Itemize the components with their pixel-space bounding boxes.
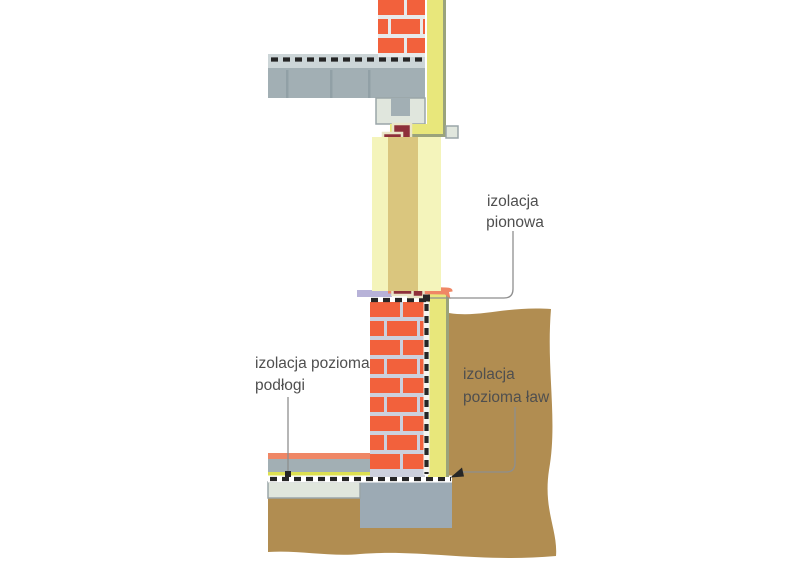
label-vertical-insulation: izolacja pionowa [486, 193, 544, 231]
slab-joint-2 [330, 70, 333, 98]
leader-marker-floor-insulation [285, 471, 291, 477]
leader-vertical-insulation [427, 231, 514, 299]
sill-board [357, 290, 392, 297]
label-footing-horizontal-insulation: izolacja pozioma ław [463, 366, 550, 406]
soil [268, 308, 557, 559]
floor-lean-concrete [267, 481, 361, 499]
floor-screed [268, 459, 370, 472]
middle-wall-core [388, 137, 418, 291]
foundation-insulation-strip [428, 293, 446, 477]
rim-celadon-corner [445, 125, 459, 139]
leader-marker-vertical-insulation [423, 294, 430, 302]
rim-insulation-edge-bottom [390, 134, 446, 137]
upper-insulation-edge-right [443, 0, 446, 137]
upper-insulation-strip [427, 0, 443, 134]
leader-arrow-footing-insulation [450, 467, 464, 478]
foundation-footing [360, 482, 452, 528]
upper-brick-wall [378, 0, 425, 57]
floor-insulation-layer [268, 472, 375, 478]
slab-joint-1 [286, 70, 289, 98]
rim-insulation-band [390, 124, 443, 134]
slab-joint-3 [368, 70, 371, 98]
foundation-insulation-edge [446, 293, 449, 477]
ceiling-slab [268, 68, 425, 98]
foundation-brick-wall [370, 302, 425, 473]
floor-finish-layer [268, 453, 370, 459]
leader-footing-insulation [462, 407, 516, 473]
rim-beam-tongue [391, 98, 410, 116]
label-floor-horizontal-insulation: izolacja pozioma podłogi [255, 355, 374, 394]
